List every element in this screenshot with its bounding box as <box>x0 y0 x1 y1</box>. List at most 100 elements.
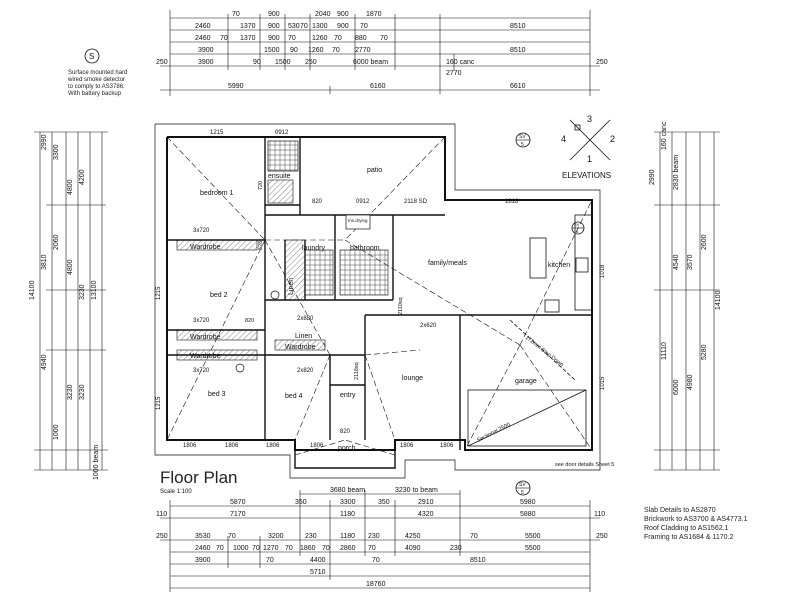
dim-label: 2040 <box>315 11 331 18</box>
plan-note: Sectional 2500 <box>476 422 511 444</box>
room-label-linen: Linen <box>295 333 312 340</box>
elevations-label: ELEVATIONS <box>562 171 611 180</box>
plan-note: 3x720 <box>193 228 210 234</box>
dim-label: 3300 <box>53 144 60 160</box>
top-dimensions <box>160 10 600 96</box>
dim-label: 3900 <box>195 557 211 564</box>
room-label-kitchen: kitchen <box>548 262 570 269</box>
dim-label: 250 <box>596 533 608 540</box>
dim-label: 3810 <box>41 254 48 270</box>
plan-title: Floor Plan <box>160 468 237 487</box>
dim-label: 8510 <box>470 557 486 564</box>
plan-note: 1018 <box>600 264 606 278</box>
elevations-compass <box>569 119 611 161</box>
dim-label: 4320 <box>418 511 434 518</box>
dim-label: 13100 <box>91 280 98 300</box>
dim-label: 70 <box>322 545 330 552</box>
dim-label: 4940 <box>41 354 48 370</box>
left-dimensions <box>34 131 108 471</box>
left-dimension-text: 2990 3300 4800 4200 3810 2060 14100 1310… <box>29 134 100 480</box>
plan-note: 0912 <box>275 130 289 136</box>
garage-door <box>467 319 587 447</box>
dim-label: 5500 <box>525 533 541 540</box>
dim-label: 4800 <box>67 179 74 195</box>
bottom-dimension-text: 3680 beam 3230 to beam 5870 350 3300 350… <box>156 487 608 588</box>
dim-label: 6000 beam <box>353 59 388 66</box>
bath-icon <box>345 214 371 230</box>
plan-note: 1806 <box>225 443 239 449</box>
plan-note: 1806 <box>266 443 280 449</box>
svg-text:SV: SV <box>519 482 526 488</box>
spec-note-line: Framing to AS1684 & 1170.2 <box>644 534 733 541</box>
dim-label: 1870 <box>366 11 382 18</box>
room-label-wardrobe: Wardrobe <box>285 344 316 351</box>
dim-label: 70 <box>360 23 368 30</box>
plan-note: 1215 <box>210 130 224 136</box>
spec-note-line: Slab Details to AS2870 <box>644 507 716 514</box>
compass-number: 3 <box>587 114 592 124</box>
dim-label: 1260 <box>312 35 328 42</box>
dim-label: 70 <box>266 557 274 564</box>
dim-label: 8510 <box>510 23 526 30</box>
dim-label: 250 <box>305 59 317 66</box>
dim-label: 2990 <box>41 134 48 150</box>
plan-note: 820 <box>340 429 351 435</box>
dim-label: 2860 <box>340 545 356 552</box>
dim-label: 70 <box>300 23 308 30</box>
dim-label: 4090 <box>405 545 421 552</box>
dim-label: 2770 <box>355 47 371 54</box>
dim-label: 5990 <box>228 83 244 90</box>
plan-note: 1215 <box>156 396 162 410</box>
bottom-dimensions <box>160 490 600 592</box>
smoke-detector-icon <box>270 290 280 300</box>
svg-text:5: 5 <box>521 142 524 148</box>
dim-label: 90 <box>253 59 261 66</box>
room-label-wardrobe: Wardrobe <box>190 244 221 251</box>
dim-label: 3300 <box>340 499 356 506</box>
plan-note: 3x720 <box>193 318 210 324</box>
dim-label: 1180 <box>340 511 355 518</box>
dim-label: 5880 <box>520 511 536 518</box>
plan-note: 1806 <box>310 443 324 449</box>
room-label-bedroom1: bedroom 1 <box>200 190 234 197</box>
kitchen-fittings <box>529 214 593 313</box>
smoke-symbol: S <box>89 52 94 61</box>
dim-label: 880 <box>355 35 367 42</box>
dim-label: 3680 beam <box>330 487 365 494</box>
dim-label: 70 <box>285 545 293 552</box>
dim-label: 1370 <box>240 23 256 30</box>
dim-label: 70 <box>216 545 224 552</box>
svg-text:SV: SV <box>574 222 580 227</box>
dim-label: 4800 <box>67 259 74 275</box>
plan-note: 1806 <box>183 443 197 449</box>
dim-label: 1300 <box>312 23 328 30</box>
room-label-bed2: bed 2 <box>210 292 228 299</box>
dim-label: 1860 <box>300 545 316 552</box>
room-label-bed4: bed 4 <box>285 393 303 400</box>
dim-label: 3900 <box>198 47 214 54</box>
spec-note-line: Roof Cladding to AS1562.1 <box>644 525 729 532</box>
dim-label: 3230 <box>79 284 86 300</box>
room-label-wardrobe: Wardrobe <box>190 353 221 360</box>
plan-note: 2118sq <box>354 362 360 380</box>
dim-label: 900 <box>268 35 280 42</box>
dim-label: 70 <box>220 35 228 42</box>
dim-label: 1000 <box>233 545 249 552</box>
dim-label: 1500 <box>275 59 291 66</box>
plan-note: 820 <box>312 199 323 205</box>
dim-label: 1370 <box>240 35 256 42</box>
room-label-lounge: lounge <box>402 375 423 382</box>
plan-note: 1806 <box>400 443 414 449</box>
dim-label: 900 <box>268 23 280 30</box>
dim-label: 1500 <box>264 47 280 54</box>
dim-label: 230 <box>305 533 317 540</box>
dim-label: 160 canc <box>661 121 668 150</box>
smoke-detector-icon <box>235 363 245 373</box>
compass-number: 1 <box>587 154 592 164</box>
room-label-linen: Linen <box>288 278 295 295</box>
dim-label: 3230 <box>67 384 74 400</box>
dim-label: 18760 <box>366 581 386 588</box>
dim-label: 6610 <box>510 83 526 90</box>
dim-label: 2990 <box>649 169 656 185</box>
